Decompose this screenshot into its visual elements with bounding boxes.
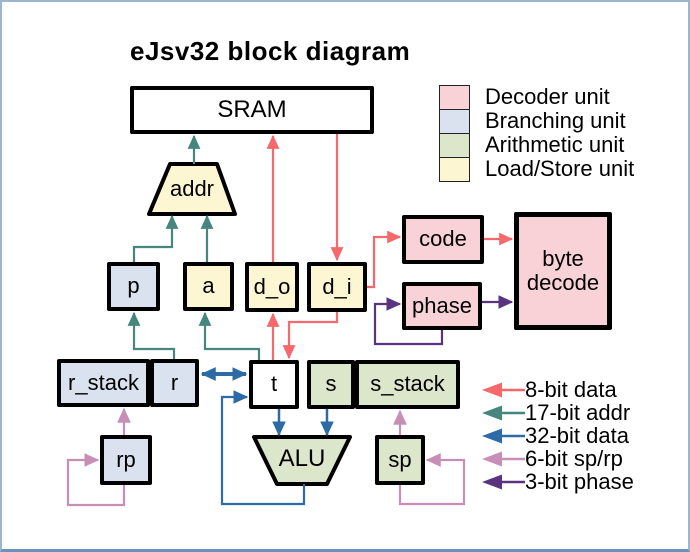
legend-swatch-decoder bbox=[439, 85, 470, 110]
block-alu-shape bbox=[252, 435, 352, 486]
arrow-di-to-code bbox=[365, 230, 402, 289]
legend-arrow-17bit bbox=[482, 405, 525, 421]
block-phase: phase bbox=[402, 282, 482, 330]
block-rp: rp bbox=[100, 435, 152, 485]
phase-arrows bbox=[373, 295, 514, 346]
legend-label-loadstore: Load/Store unit bbox=[485, 156, 635, 181]
block-code: code bbox=[402, 215, 484, 264]
arrow-alu-to-t-loop bbox=[220, 390, 306, 506]
legend-label-17bit-addr: 17-bit addr bbox=[525, 400, 631, 425]
block-byte-decode: byte decode bbox=[514, 212, 612, 330]
block-t: t bbox=[249, 360, 299, 409]
addr-bus-arrows bbox=[127, 134, 261, 360]
block-sram: SRAM bbox=[130, 86, 374, 134]
legend-label-6bit-sprp: 6-bit sp/rp bbox=[525, 446, 623, 471]
arrow-t-to-a bbox=[198, 311, 261, 360]
block-d-i: d_i bbox=[307, 262, 367, 312]
arrow-di-to-t bbox=[282, 310, 339, 360]
arrow-rp-self-loop bbox=[66, 453, 126, 507]
arrow-p-to-addr bbox=[132, 214, 179, 262]
legend-label-3bit-phase: 3-bit phase bbox=[525, 469, 634, 494]
block-addr-shape bbox=[147, 162, 237, 216]
legend-swatch-branching bbox=[439, 109, 470, 134]
block-p: p bbox=[107, 262, 160, 311]
block-s: s bbox=[307, 360, 355, 409]
legend-arrow-3bit bbox=[482, 474, 525, 490]
legend-arrow-6bit bbox=[482, 451, 525, 467]
block-r: r bbox=[150, 359, 199, 407]
legend-swatch-arithmetic bbox=[439, 133, 470, 158]
data8-arrows bbox=[266, 134, 514, 360]
legend-label-8bit-data: 8-bit data bbox=[525, 377, 617, 402]
legend-arrow-8bit bbox=[482, 382, 525, 398]
legend-arrow-32bit bbox=[482, 428, 525, 444]
legend-swatch-loadstore bbox=[439, 157, 470, 182]
sprp-arrows bbox=[66, 407, 466, 507]
arrow-sp-self-loop bbox=[398, 453, 466, 506]
block-d-o: d_o bbox=[245, 262, 299, 312]
legend-label-decoder: Decoder unit bbox=[485, 84, 610, 109]
legend-label-arithmetic: Arithmetic unit bbox=[485, 132, 625, 157]
arrow-r-to-p bbox=[127, 311, 176, 359]
arrow-phase-self-loop bbox=[373, 297, 444, 346]
diagram-title: eJsv32 block diagram bbox=[130, 36, 411, 66]
legend-label-branching: Branching unit bbox=[485, 108, 626, 133]
block-a: a bbox=[183, 262, 234, 311]
block-s-stack: s_stack bbox=[355, 360, 460, 409]
block-sp: sp bbox=[375, 435, 425, 485]
legend-label-32bit-data: 32-bit data bbox=[525, 423, 629, 448]
block-r-stack: r_stack bbox=[57, 359, 150, 407]
arrow-legend-glyphs bbox=[482, 382, 525, 490]
data32-arrows bbox=[200, 367, 334, 506]
